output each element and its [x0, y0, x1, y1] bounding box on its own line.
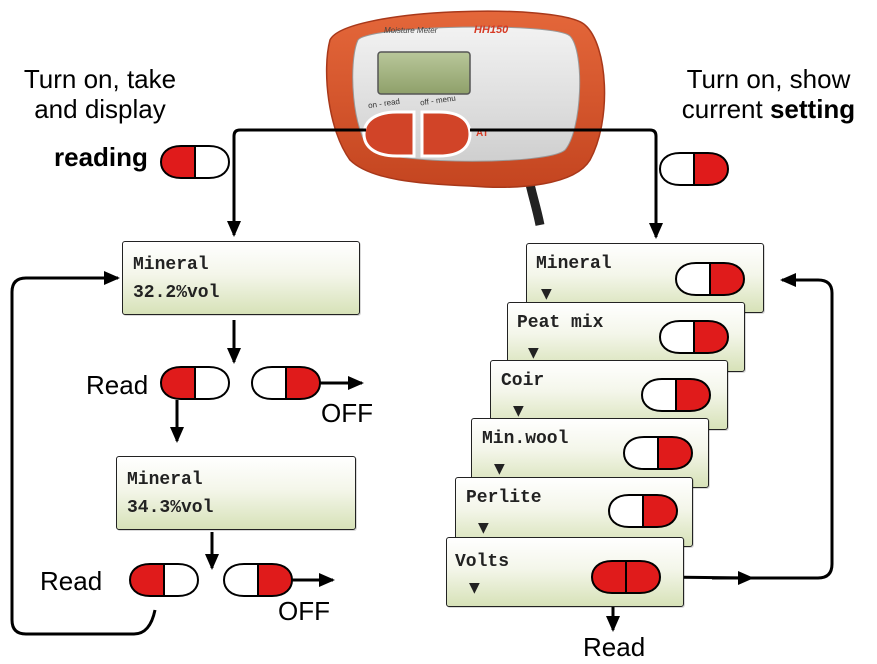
label-read-3: Read	[583, 632, 646, 662]
device-model-text: HH150	[474, 24, 509, 36]
button-pair-icon-menu-volts	[590, 560, 662, 594]
device-screen	[377, 51, 471, 95]
button-pair-icon-left-pressed	[159, 145, 231, 179]
button-pair-icon-off-2	[222, 563, 294, 597]
menu-down-indicator: ▼	[528, 345, 539, 361]
arrow-loop-back	[10, 271, 157, 636]
label-off-2: OFF	[278, 596, 330, 626]
lcd-display-1-line1: Mineral	[133, 255, 209, 275]
lcd-display-2-line1: Mineral	[127, 470, 203, 490]
label-setting-bold: setting	[769, 94, 856, 124]
device-brand-text: Moisture Meter	[384, 26, 438, 35]
device-buttons[interactable]	[362, 110, 472, 158]
arrow-device-to-left	[227, 128, 366, 237]
label-turn-on-setting-line2: current setting	[681, 94, 856, 124]
lcd-display-2-line2: 34.3%vol	[127, 498, 214, 518]
device-button-right	[420, 110, 472, 158]
label-read-2: Read	[40, 566, 103, 596]
arrow-device-to-right	[470, 128, 663, 239]
lcd-display-1-line2: 32.2%vol	[133, 283, 220, 303]
lcd-display-2: Mineral 34.3%vol	[116, 456, 356, 530]
menu-card-label: Volts	[455, 552, 510, 572]
button-pair-icon-menu-perlite	[607, 494, 679, 528]
lcd-display-1: Mineral 32.2%vol	[122, 241, 360, 315]
label-turn-on-reading-line1: Turn on, take	[23, 64, 177, 94]
menu-down-indicator: ▼	[469, 580, 480, 596]
button-pair-icon-menu-mineral	[674, 262, 746, 296]
button-pair-icon-read-1	[159, 366, 231, 400]
label-turn-on-reading: Turn on, take and display	[0, 64, 200, 124]
label-turn-on-setting: Turn on, show current setting	[660, 64, 877, 124]
menu-down-indicator: ▼	[494, 461, 505, 477]
button-pair-icon-read-2	[128, 563, 200, 597]
menu-card-label: Perlite	[466, 488, 542, 508]
label-turn-on-reading-line2: and display	[34, 94, 166, 124]
button-pair-icon-menu-minwool	[622, 436, 694, 470]
menu-down-indicator: ▼	[541, 286, 552, 302]
button-pair-icon-menu-coir	[640, 378, 712, 412]
button-pair-icon-off-1	[250, 366, 322, 400]
label-off-1: OFF	[321, 398, 373, 428]
menu-down-indicator: ▼	[513, 403, 524, 419]
label-turn-on-setting-line1: Turn on, show	[686, 64, 851, 94]
button-pair-icon-right-pressed	[658, 152, 730, 186]
device-button-left	[362, 110, 416, 158]
menu-card-label: Mineral	[536, 254, 612, 274]
menu-card-label: Coir	[501, 371, 545, 391]
menu-card-label: Min.wool	[482, 429, 569, 449]
label-read-1: Read	[86, 370, 149, 400]
device-logo-text: AT	[476, 128, 489, 139]
menu-card-label: Peat mix	[517, 313, 604, 333]
button-pair-icon-menu-peat	[658, 320, 730, 354]
label-reading-bold: reading	[54, 142, 148, 172]
menu-down-indicator: ▼	[478, 520, 489, 536]
